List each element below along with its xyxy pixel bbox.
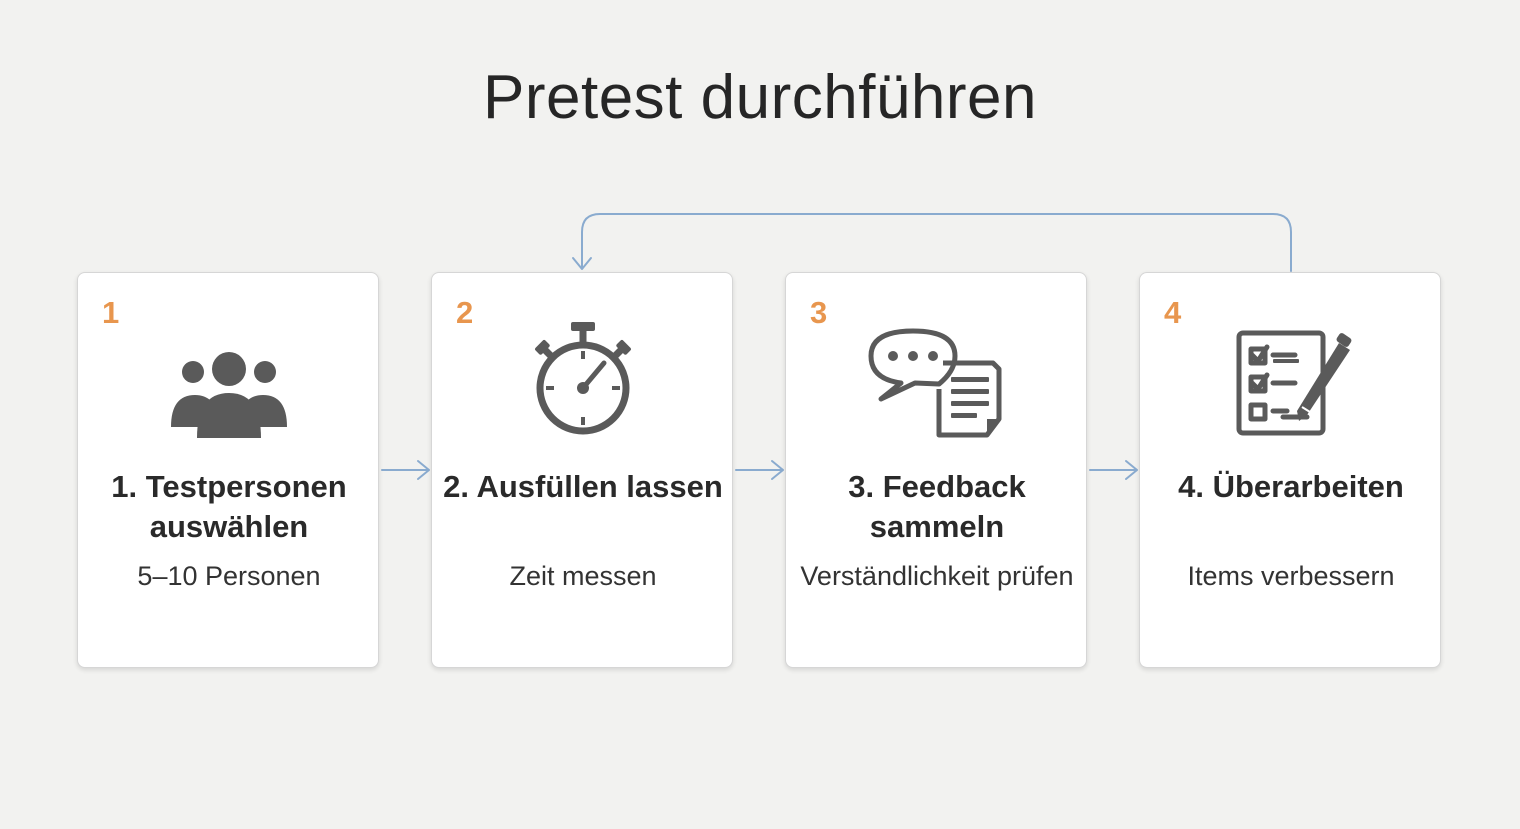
checklist-pen-icon bbox=[1221, 321, 1361, 441]
step-card-3: 3 3. Feedback sammeln Verständlichkeit p… bbox=[785, 272, 1087, 668]
step-card-2: 2 2. Ausfüllen lassen Zeit messen bbox=[431, 272, 733, 668]
step-title: 3. Feedback sammeln bbox=[848, 469, 1026, 544]
diagram-title: Pretest durchführen bbox=[482, 63, 1038, 132]
step-card-4: 4 4. Überarbeiten Items verb bbox=[1139, 272, 1441, 668]
step-card-1: 1 1. Testpersonen auswählen 5–10 Persone… bbox=[77, 272, 379, 668]
people-group-icon bbox=[159, 321, 299, 441]
step-number: 3 bbox=[810, 295, 828, 330]
step-description: Zeit messen bbox=[509, 561, 657, 591]
step-description: 5–10 Personen bbox=[137, 561, 321, 591]
feedback-loop-arrow bbox=[572, 213, 1292, 272]
step-number: 4 bbox=[1164, 295, 1182, 330]
step-description: Verständlichkeit prüfen bbox=[800, 561, 1074, 591]
arrow-3-to-4 bbox=[1089, 460, 1138, 480]
arrow-2-to-3 bbox=[735, 460, 784, 480]
chat-document-icon bbox=[867, 321, 1007, 441]
step-number: 2 bbox=[456, 295, 474, 330]
step-title: 4. Überarbeiten bbox=[1178, 469, 1404, 504]
step-description: Items verbessern bbox=[1187, 561, 1395, 591]
step-title: 1. Testpersonen auswählen bbox=[111, 469, 347, 544]
step-number: 1 bbox=[102, 295, 120, 330]
stopwatch-icon bbox=[513, 321, 653, 441]
step-title: 2. Ausfüllen lassen bbox=[443, 469, 723, 504]
arrow-1-to-2 bbox=[381, 460, 430, 480]
